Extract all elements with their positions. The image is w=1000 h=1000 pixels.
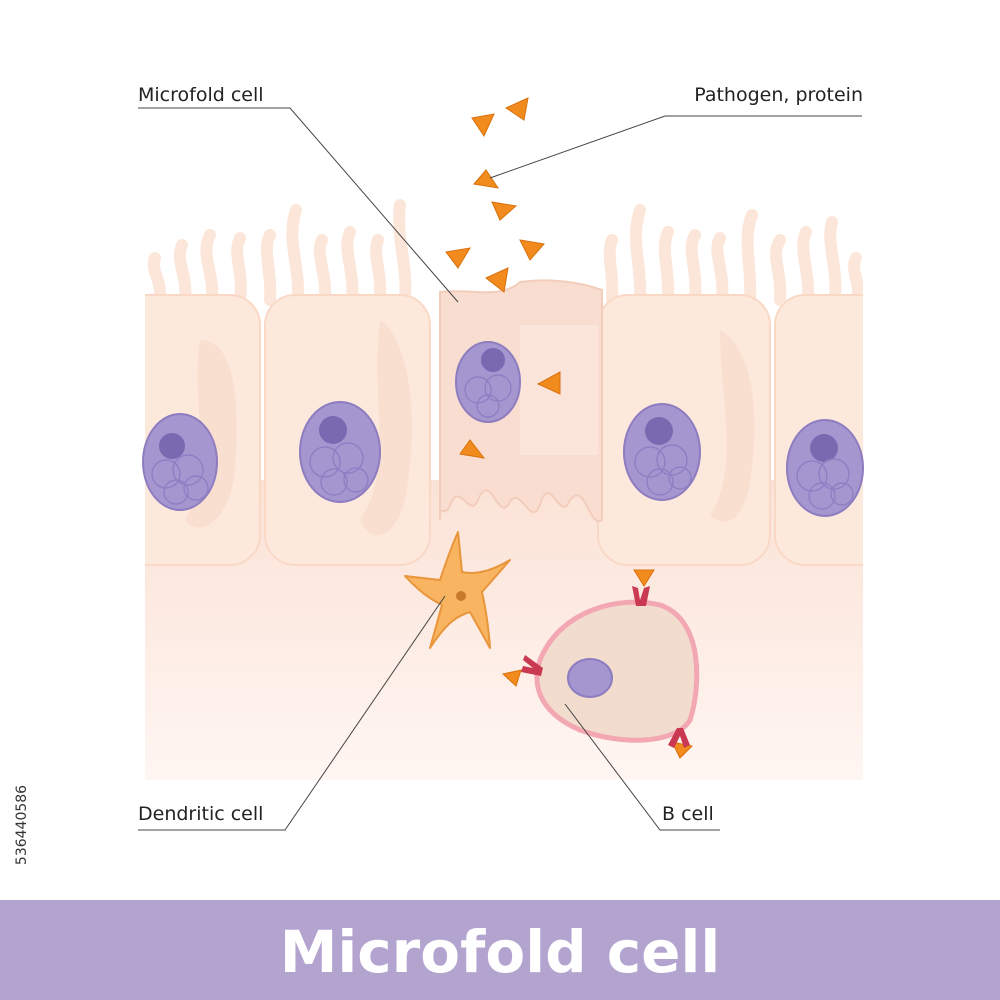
- title-bar: [0, 900, 1000, 1000]
- microfold-cell-label: Microfold cell: [138, 84, 264, 106]
- leader-lines: [138, 107, 862, 831]
- stock-id-watermark: 536440586: [10, 760, 34, 890]
- epithelial-nucleus: [142, 413, 218, 511]
- microfold-cell-nucleus: [455, 341, 521, 423]
- epithelial-nucleus: [299, 401, 381, 503]
- epithelial-nucleus: [623, 403, 701, 501]
- b-cell-receptors: [521, 586, 690, 748]
- dendritic-cell-label: Dendritic cell: [138, 803, 264, 825]
- page-title: Microfold cell: [279, 918, 721, 986]
- epithelial-nucleus: [786, 419, 864, 517]
- stock-id-text: 536440586: [14, 784, 30, 866]
- microvilli: [147, 199, 863, 306]
- dendritic-cell: [404, 531, 511, 649]
- pathogen-label: Pathogen, protein: [694, 84, 863, 106]
- b-cell-label: B cell: [662, 803, 714, 825]
- b-cell: [521, 586, 700, 748]
